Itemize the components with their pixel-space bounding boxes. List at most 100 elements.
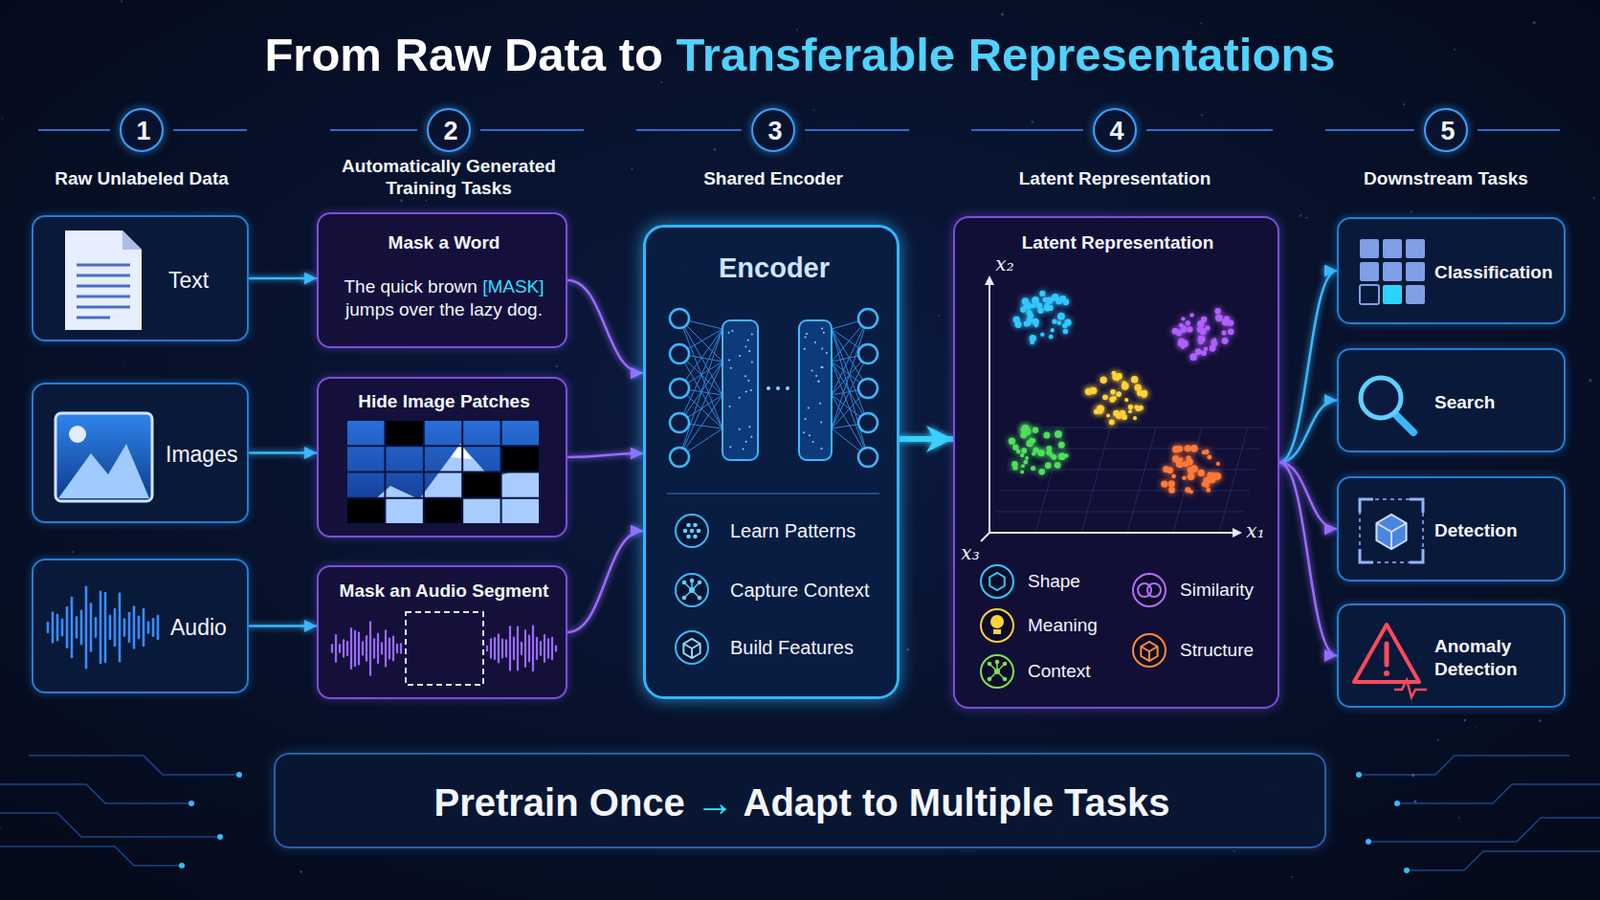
cube-edges <box>683 644 700 659</box>
embedding-point <box>1183 444 1191 452</box>
cube-outline <box>1376 514 1406 550</box>
axis-head <box>1232 528 1243 538</box>
node-title: Latent Representation <box>1022 231 1215 255</box>
star-dot <box>937 314 940 317</box>
document-line <box>76 274 131 278</box>
hidden-patch <box>501 445 540 472</box>
star-dot <box>1200 22 1203 25</box>
star-dot <box>660 81 663 84</box>
star-dot <box>1000 13 1004 17</box>
wave-bar <box>501 640 504 659</box>
star-dot <box>1475 726 1477 728</box>
node-text: Build Features <box>730 636 854 661</box>
wave-bar <box>70 598 74 658</box>
star-dot <box>1453 48 1456 51</box>
summary-band: Pretrain Once → Adapt to Multiple Tasks <box>273 753 1327 849</box>
node-title: Classification <box>1434 261 1554 285</box>
document-icon <box>65 230 142 331</box>
layer-glint <box>812 441 815 444</box>
embedding-point <box>1221 337 1228 345</box>
icon-dot <box>696 529 702 534</box>
icon-dot <box>683 529 689 534</box>
star-dot <box>1458 817 1461 820</box>
node-illustration <box>955 218 1282 712</box>
embedding-point <box>1029 437 1034 442</box>
layer-glint <box>821 328 823 331</box>
star-dot <box>1402 103 1405 106</box>
icon-dot <box>682 580 688 586</box>
wave-bar <box>137 617 141 639</box>
embedding-point <box>1199 328 1206 335</box>
hidden-patch <box>384 420 423 446</box>
connector-arrow <box>248 624 317 628</box>
embedding-point <box>1037 449 1045 457</box>
wave-bar <box>396 644 399 653</box>
layer-glint <box>820 422 823 424</box>
wave-bar <box>342 640 345 657</box>
wave-bar <box>380 643 383 654</box>
embedding-point <box>1115 391 1122 398</box>
data-source-box: Audio <box>31 558 249 694</box>
embedding-point <box>1032 318 1040 326</box>
embedding-point <box>1187 466 1195 474</box>
embedding-point <box>1214 308 1222 315</box>
layer-glint <box>807 406 810 409</box>
column-heading: Shared Encoder <box>703 168 844 191</box>
embedding-point <box>1110 389 1116 396</box>
star-dot <box>1306 217 1309 220</box>
embedding-point <box>1121 414 1128 421</box>
star-dot <box>1200 114 1203 117</box>
trace-dot <box>1394 800 1400 807</box>
embedding-point <box>1178 457 1183 462</box>
title-part: From Raw Data to <box>264 28 664 81</box>
image-mountains <box>58 444 150 499</box>
embedding-point <box>1210 339 1216 345</box>
cube-outline <box>683 639 700 659</box>
wave-bar <box>94 618 98 637</box>
layer-glint <box>815 375 818 378</box>
node-illustration <box>1338 605 1568 711</box>
layer-glint <box>804 418 807 421</box>
star-dot <box>1437 739 1440 742</box>
document-line <box>76 285 131 289</box>
magnifier-handle <box>1394 413 1414 433</box>
embedding-point <box>1014 321 1022 329</box>
wave-bar <box>99 592 103 664</box>
trace <box>0 813 221 838</box>
star-dot <box>1291 876 1294 879</box>
embedding-point <box>1168 487 1176 494</box>
net-neuron <box>858 344 878 364</box>
star-dot <box>1592 197 1596 200</box>
embedding-point <box>1200 350 1207 356</box>
star-dot <box>630 167 633 170</box>
layer-glint <box>751 361 754 364</box>
embedding-point <box>1184 487 1191 493</box>
icon-dot <box>689 529 695 534</box>
grid-cell <box>1405 285 1425 305</box>
node-text: Structure <box>1179 639 1254 663</box>
net-link <box>831 361 868 458</box>
embedding-point <box>1051 319 1057 325</box>
wave-bar <box>528 636 531 663</box>
embedding-point <box>1133 404 1138 409</box>
embedding-point <box>1023 303 1031 311</box>
layer-glint <box>803 348 806 351</box>
embedding-point <box>1162 466 1170 473</box>
layer-glint <box>727 332 730 334</box>
text-part: jumps over the lazy dog. <box>345 299 543 320</box>
embedding-point <box>1131 376 1139 384</box>
embedding-point <box>1102 394 1109 400</box>
title: From Raw Data to Transferable Representa… <box>0 26 1600 84</box>
ellipsis-dot <box>785 386 790 391</box>
star-dot <box>128 96 130 98</box>
node-text: Similarity <box>1179 578 1254 602</box>
highlight-text: [MASK] <box>482 276 544 297</box>
step-number-circle: 1 <box>119 108 164 153</box>
similarity-icon <box>1147 583 1161 598</box>
embedding-point <box>1133 416 1137 421</box>
icon-ring <box>980 655 1014 689</box>
net-neuron <box>669 413 689 433</box>
icon-ring <box>980 609 1014 643</box>
wave-bar <box>555 646 557 652</box>
